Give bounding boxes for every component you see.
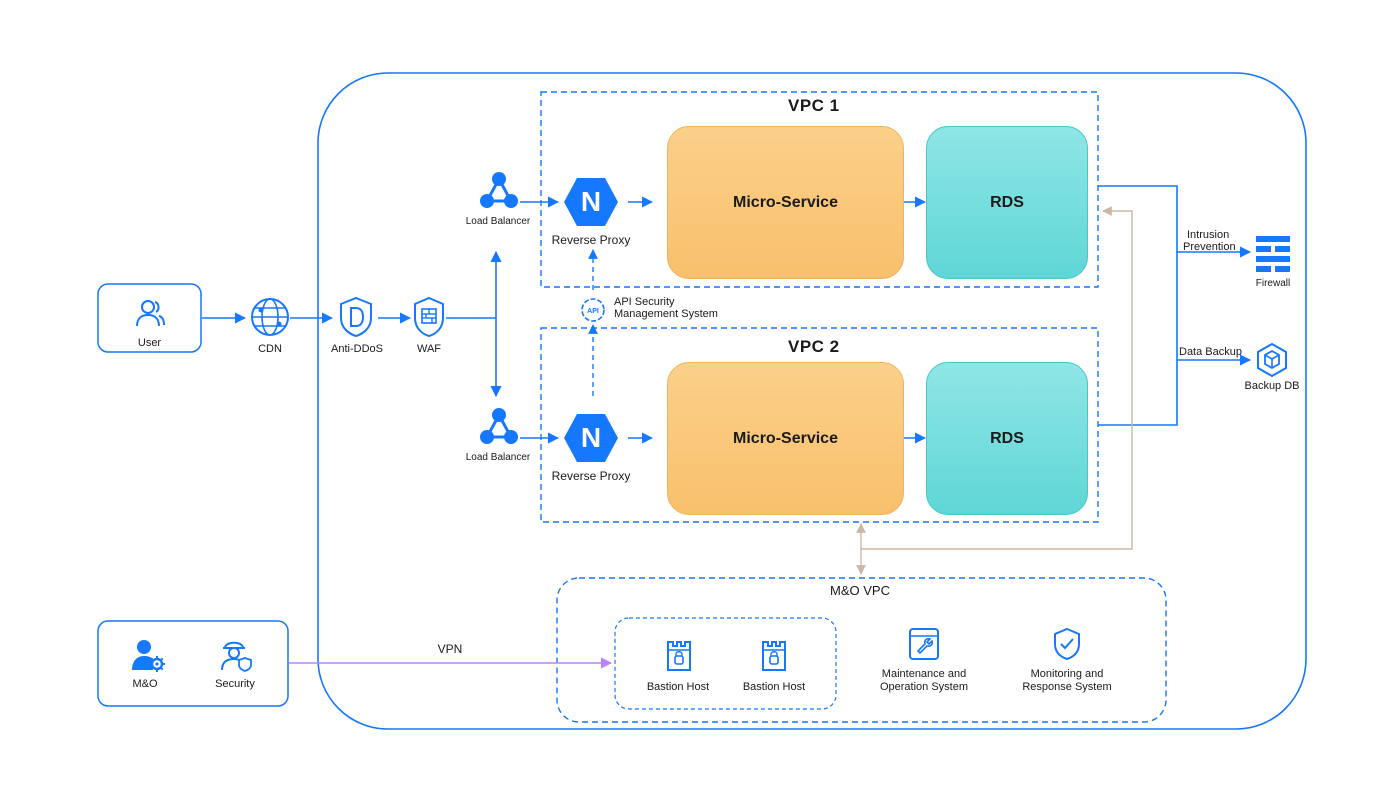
vpc1-boundary: [540, 91, 1099, 288]
brick-wall-icon[interactable]: [1256, 236, 1290, 272]
mo-vpc-boundary: [556, 577, 1167, 723]
firewall-label: Firewall: [1255, 278, 1291, 289]
rds-1[interactable]: RDS: [926, 126, 1088, 279]
api-circle-icon[interactable]: API: [580, 297, 606, 323]
monitoring-line2: Response System: [1022, 681, 1112, 693]
globe-icon[interactable]: [249, 296, 291, 338]
nginx-hexagon-icon[interactable]: N: [563, 412, 619, 464]
micro-service-2[interactable]: Micro-Service: [667, 362, 904, 515]
anti-ddos-label: Anti-DDoS: [331, 343, 383, 355]
security-label: Security: [215, 678, 255, 690]
user-label: User: [137, 337, 162, 349]
reverse-proxy-1-label: Reverse Proxy: [551, 233, 631, 247]
load-balancer-1-label: Load Balancer: [465, 216, 531, 227]
api-icon-text: API: [587, 308, 599, 315]
maintenance-line2: Operation System: [879, 681, 969, 693]
intrusion-line1: Intrusion: [1187, 229, 1230, 241]
micro-service-1[interactable]: Micro-Service: [667, 126, 904, 279]
waf-label: WAF: [416, 343, 442, 355]
vpc2-title: VPC 2: [788, 337, 840, 356]
mo-label: M&O: [132, 678, 158, 690]
nginx-hexagon-icon[interactable]: N: [563, 176, 619, 228]
edge-mo-backflow: [861, 206, 1133, 550]
load-balancer-2-label: Load Balancer: [465, 452, 531, 463]
proxy-2-letter: N: [581, 422, 601, 453]
edge-rds2-right: [1098, 354, 1252, 426]
tools-window-icon[interactable]: [908, 627, 940, 661]
vpc1-title: VPC 1: [788, 96, 840, 115]
backup-db-label: Backup DB: [1244, 380, 1300, 392]
cube-hexagon-icon[interactable]: [1255, 342, 1289, 378]
security-guard-icon: [219, 638, 253, 672]
shield-d-icon[interactable]: [338, 296, 374, 338]
maintenance-line1: Maintenance and: [881, 668, 967, 680]
cdn-label: CDN: [258, 343, 282, 355]
castle-tower-icon[interactable]: [665, 640, 693, 672]
user-box-border: [97, 283, 202, 353]
bastion-host-1-label: Bastion Host: [646, 681, 710, 693]
user-gear-icon: [131, 638, 165, 672]
firewall-shield-icon[interactable]: [412, 296, 446, 338]
intrusion-line2: Prevention: [1183, 241, 1236, 253]
edge-rds1-right: [1098, 185, 1252, 258]
network-nodes-icon[interactable]: [479, 406, 519, 446]
reverse-proxy-2-label: Reverse Proxy: [551, 469, 631, 483]
mo-vpc-title: M&O VPC: [830, 583, 890, 598]
users-icon: [133, 298, 167, 328]
network-nodes-icon[interactable]: [479, 170, 519, 210]
bastion-host-2-label: Bastion Host: [742, 681, 806, 693]
api-security-line2: Management System: [614, 308, 718, 320]
castle-tower-icon[interactable]: [760, 640, 788, 672]
proxy-1-letter: N: [581, 186, 601, 217]
monitoring-line1: Monitoring and: [1030, 668, 1104, 680]
cloud-boundary: [317, 72, 1307, 730]
bastion-group-boundary: [614, 617, 837, 710]
vpn-label: VPN: [437, 642, 463, 656]
rds-2[interactable]: RDS: [926, 362, 1088, 515]
ops-box-border: [97, 620, 289, 707]
shield-check-icon[interactable]: [1052, 627, 1082, 661]
api-security-line1: API Security: [614, 296, 675, 308]
data-backup-label: Data Backup: [1179, 346, 1242, 358]
